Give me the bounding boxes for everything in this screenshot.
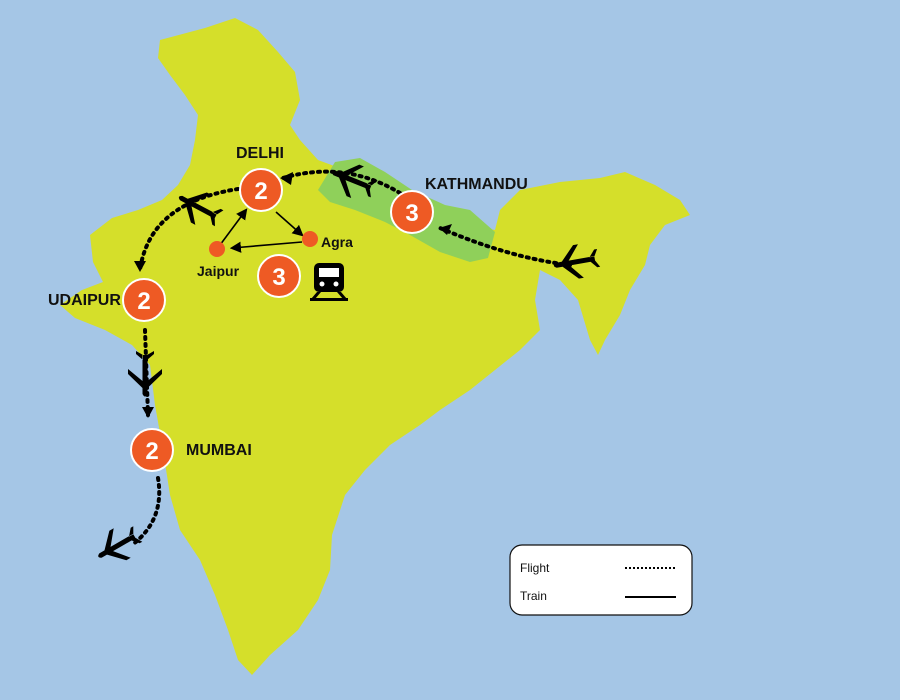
flight-arrowheads: [134, 172, 452, 418]
golden-triangle-nights: 3: [272, 264, 285, 291]
kathmandu-badge: 3: [390, 190, 434, 234]
flight-route-kathmandu-to-delhi: [281, 169, 402, 195]
flight-route-delhi-to-udaipur: [138, 186, 247, 272]
train-route-agra-to-jaipur: [229, 241, 303, 253]
kathmandu-nights: 3: [405, 200, 418, 227]
kathmandu-label: KATHMANDU: [425, 176, 528, 193]
udaipur-label: UDAIPUR: [48, 292, 121, 309]
mumbai-nights: 2: [145, 438, 158, 465]
arrowhead: [439, 224, 452, 235]
golden-triangle-badge: 3: [257, 254, 301, 298]
jaipur-label: Jaipur: [197, 263, 240, 279]
delhi-label: DELHI: [236, 145, 284, 162]
delhi-nights: 2: [254, 178, 267, 205]
agra-label: Agra: [321, 234, 353, 250]
train-routes: [219, 208, 304, 253]
agra-dot: [302, 231, 318, 247]
legend-flight-label: Flight: [520, 561, 550, 575]
train-route-delhi-to-agra: [275, 211, 304, 237]
legend-train-label: Train: [520, 589, 547, 603]
india-landmass: [60, 18, 690, 675]
delhi-badge: 2: [239, 168, 283, 212]
mumbai-label: MUMBAI: [186, 442, 252, 459]
arrowhead: [134, 261, 146, 272]
arrowhead: [142, 407, 154, 418]
train-route-jaipur-to-delhi: [219, 208, 248, 246]
legend: Flight Train: [509, 544, 693, 616]
udaipur-nights: 2: [137, 288, 150, 315]
train-icon: [310, 263, 348, 301]
mumbai-badge: 2: [130, 428, 174, 472]
udaipur-badge: 2: [122, 278, 166, 322]
arrowhead: [280, 172, 293, 185]
jaipur-dot: [209, 241, 225, 257]
